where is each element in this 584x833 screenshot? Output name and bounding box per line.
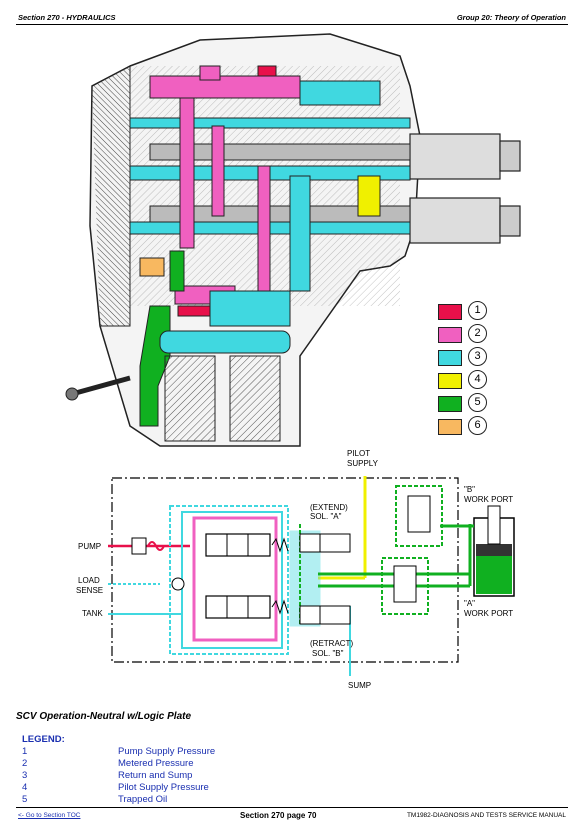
hydraulic-schematic: PILOT SUPPLY (EXTEND) SOL. "A" (RETRACT)… <box>76 449 515 690</box>
pump-label: PUMP <box>78 542 101 551</box>
legend-number: 3 <box>22 770 28 781</box>
valve-cutaway-illustration <box>65 33 521 447</box>
section-toc-link[interactable]: <- Go to Section TOC <box>18 812 81 819</box>
pilot-supply-label: PILOT <box>347 449 370 458</box>
color-key: 1 2 3 4 5 6 <box>434 300 494 436</box>
key-number: 6 <box>468 416 487 435</box>
key-number: 4 <box>468 370 487 389</box>
group-title: Group 20: Theory of Operation <box>456 13 566 22</box>
key-item: 6 <box>434 415 494 437</box>
key-swatch <box>438 304 462 320</box>
b-work-port-label: WORK PORT <box>464 495 513 504</box>
extend-sol-label: SOL. "A" <box>310 512 342 521</box>
legend-label: Pilot Supply Pressure <box>118 782 209 793</box>
header-rule <box>16 24 568 25</box>
legend-label: Return and Sump <box>118 770 193 781</box>
footer-rule <box>16 807 568 808</box>
page-header: Section 270 - HYDRAULICS Group 20: Theor… <box>0 6 584 22</box>
legend-number: 2 <box>22 758 28 769</box>
figure-caption: SCV Operation-Neutral w/Logic Plate <box>16 711 192 722</box>
key-number: 5 <box>468 393 487 412</box>
key-swatch <box>438 396 462 412</box>
key-item: 3 <box>434 346 494 368</box>
page-footer: <- Go to Section TOC Section 270 page 70… <box>0 808 584 828</box>
key-item: 2 <box>434 323 494 345</box>
legend-label: Trapped Oil <box>118 794 168 805</box>
key-item: 4 <box>434 369 494 391</box>
manual-title: TM1982-DIAGNOSIS AND TESTS SERVICE MANUA… <box>406 812 566 819</box>
key-swatch <box>438 350 462 366</box>
sump-label: SUMP <box>348 681 371 690</box>
key-number: 3 <box>468 347 487 366</box>
retract-sol-label: SOL. "B" <box>312 649 344 658</box>
legend-number: 5 <box>22 794 28 805</box>
load-sense-label: LOAD <box>78 576 100 585</box>
legend-title: LEGEND: <box>22 734 65 745</box>
key-swatch <box>438 327 462 343</box>
pilot-supply-label: SUPPLY <box>347 459 379 468</box>
extend-sol-label: (EXTEND) <box>310 503 348 512</box>
a-work-port-label: WORK PORT <box>464 609 513 618</box>
page-number: Section 270 page 70 <box>240 811 317 820</box>
a-work-port-label: "A" <box>464 599 475 608</box>
load-sense-label: SENSE <box>76 586 103 595</box>
key-number: 2 <box>468 324 487 343</box>
key-item: 5 <box>434 392 494 414</box>
tank-label: TANK <box>82 609 103 618</box>
retract-sol-label: (RETRACT) <box>310 639 353 648</box>
section-title: Section 270 - HYDRAULICS <box>18 13 116 22</box>
legend-number: 1 <box>22 746 28 757</box>
legend-label: Pump Supply Pressure <box>118 746 216 757</box>
key-swatch <box>438 419 462 435</box>
legend-label: Metered Pressure <box>118 758 194 769</box>
legend-number: 4 <box>22 782 28 793</box>
key-item: 1 <box>434 300 494 322</box>
key-swatch <box>438 373 462 389</box>
b-work-port-label: "B" <box>464 485 475 494</box>
key-number: 1 <box>468 301 487 320</box>
